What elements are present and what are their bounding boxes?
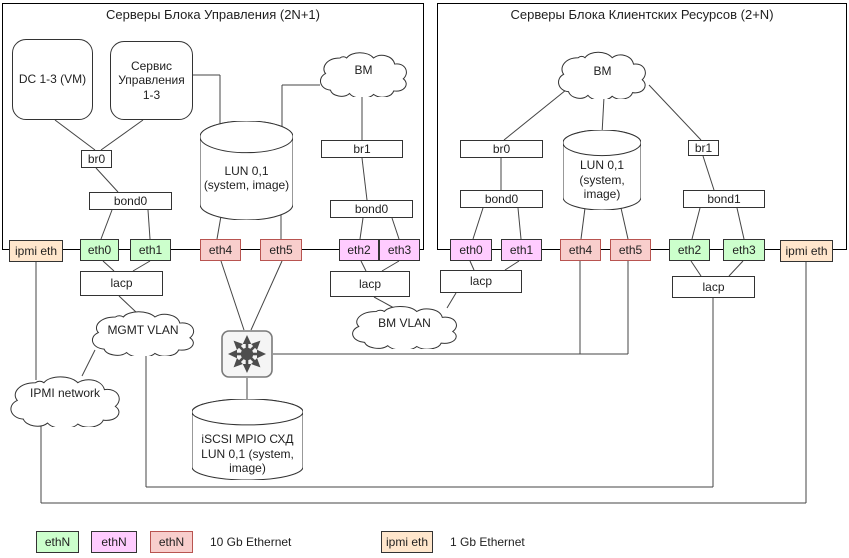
cloud-icon	[86, 304, 199, 356]
lacp-left-a: lacp	[80, 271, 163, 296]
vm-cloud-right-label: ВМ	[593, 63, 612, 78]
iscsi-storage	[192, 399, 303, 480]
legend-eth-green: ethN	[36, 531, 79, 553]
cylinder-icon	[200, 121, 293, 220]
lun-storage-right	[563, 130, 641, 210]
lacp-left-b: lacp	[330, 271, 410, 297]
client-block-frame	[437, 3, 847, 250]
vm-cloud-right	[553, 44, 650, 99]
br1-right: br1	[688, 140, 719, 156]
lacp-right-b: lacp	[672, 276, 755, 298]
cloud-icon	[4, 368, 125, 427]
iscsi-storage-label: iSCSI MPIO СХД LUN 0,1 (system, image)	[201, 432, 294, 476]
eth0-left: eth0	[80, 239, 119, 261]
ipmi-eth-right: ipmi eth	[780, 240, 833, 262]
bond0-left-b: bond0	[330, 200, 413, 218]
cylinder-icon	[192, 399, 303, 480]
bm-vlan-label: ВМ VLAN	[378, 316, 431, 331]
cloud-icon	[553, 44, 650, 99]
lacp-right-a: lacp	[440, 270, 522, 293]
legend-eth-red: ethN	[150, 531, 193, 553]
network-switch	[221, 330, 273, 378]
eth3-right: eth3	[723, 239, 765, 261]
br1-left: br1	[321, 140, 403, 158]
mgmt-vlan-cloud	[86, 304, 199, 356]
dc-node: DC 1-3 (VM)	[12, 39, 93, 120]
eth2-right: eth2	[669, 239, 710, 261]
service-node: Сервис Управления 1-3	[110, 41, 193, 120]
bond0-right: bond0	[460, 190, 543, 208]
eth2-left: eth2	[339, 239, 379, 261]
cloud-icon	[315, 45, 411, 97]
br0-left: br0	[81, 150, 112, 168]
eth4-right: eth4	[560, 239, 601, 261]
lun-right-label: LUN 0,1 (system, image)	[579, 158, 625, 202]
legend-1g-label: 1 Gb Ethernet	[450, 534, 525, 549]
legend-eth-magenta: ethN	[91, 531, 137, 553]
bond1-right: bond1	[683, 190, 765, 208]
legend-ipmi: ipmi eth	[381, 531, 433, 553]
ipmi-network-cloud	[4, 368, 125, 427]
bm-vlan-cloud	[346, 299, 462, 349]
lun-left-label: LUN 0,1 (system, image)	[203, 163, 290, 192]
mgmt-block-title: Серверы Блока Управления (2N+1)	[106, 7, 320, 23]
mgmt-vlan-label: MGMT VLAN	[107, 322, 179, 337]
ipmi-network-label: IPMI network	[29, 385, 101, 400]
br0-right: br0	[460, 140, 543, 158]
cylinder-icon	[563, 130, 641, 210]
cloud-icon	[346, 299, 462, 349]
eth0-right: eth0	[450, 239, 492, 261]
legend-10g-label: 10 Gb Ethernet	[210, 534, 292, 549]
vm-cloud-left-label: ВМ	[354, 62, 373, 77]
eth1-right: eth1	[501, 239, 542, 261]
eth4-left: eth4	[200, 239, 241, 261]
lun-storage-left	[200, 121, 293, 220]
client-block-title: Серверы Блока Клиентских Ресурсов (2+N)	[510, 7, 774, 23]
switch-icon	[221, 330, 273, 378]
vm-cloud-left	[315, 45, 411, 97]
eth1-left: eth1	[130, 239, 171, 261]
eth5-right: eth5	[610, 239, 651, 261]
bond0-left-a: bond0	[89, 192, 172, 210]
eth5-left: eth5	[260, 239, 302, 261]
eth3-left: eth3	[379, 239, 420, 261]
ipmi-eth-left: ipmi eth	[9, 240, 63, 262]
